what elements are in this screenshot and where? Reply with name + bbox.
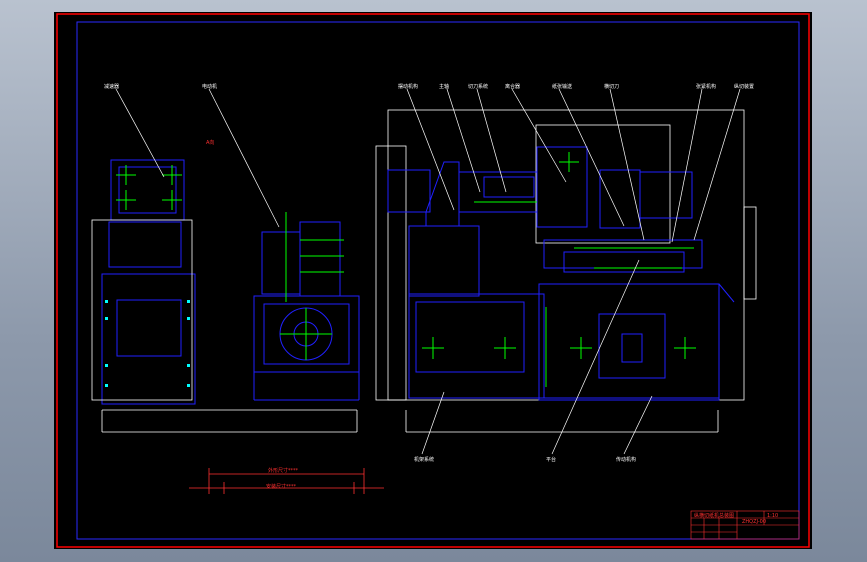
mounting-dimension-text: 安装尺寸**** — [266, 483, 297, 490]
cad-drawing: 减速器 电动机 摆动机构 主轴 切刀系统 离合器 纸张输送 横切刀 张紧机构 纵… — [56, 13, 810, 548]
sheet-outer-border — [56, 13, 810, 548]
left-side-outline — [91, 219, 358, 433]
callout-slitter-label: 纵切装置 — [734, 83, 754, 90]
callout-leaders — [115, 88, 741, 455]
callout-swing-label: 摆动机构 — [398, 83, 418, 90]
title-block-code: ZHQZJ-00 — [742, 519, 766, 525]
sheet-inner-border — [76, 21, 800, 540]
left-green-marks — [116, 165, 182, 210]
callout-drive-label: 传动机构 — [616, 456, 636, 463]
right-front-outline — [375, 109, 757, 433]
callout-cutter-label: 切刀系统 — [468, 83, 488, 90]
right-green-marks — [422, 152, 696, 387]
callout-clutch-label: 离合器 — [505, 83, 520, 90]
cad-viewport[interactable]: 减速器 电动机 摆动机构 主轴 切刀系统 离合器 纸张输送 横切刀 张紧机构 纵… — [54, 12, 812, 549]
left-cyan-marks — [105, 300, 190, 387]
overall-dimension-text: 外形尺寸**** — [268, 467, 299, 474]
callout-crosscut-label: 横切刀 — [604, 83, 619, 90]
view-direction-annotation: A向 — [206, 139, 214, 146]
callout-frame-label: 机架系统 — [414, 456, 434, 463]
title-block-scale: 1:10 — [767, 513, 778, 519]
title-block — [690, 510, 800, 540]
title-block-title: 纵横切纸机总装图 — [694, 512, 734, 519]
bottom-dimensions — [189, 468, 384, 494]
callout-feed-label: 纸张输送 — [552, 83, 572, 90]
callout-tension-label: 张紧机构 — [696, 83, 716, 90]
callout-platform-label: 平台 — [546, 456, 556, 463]
callout-spindle-label: 主轴 — [439, 83, 449, 90]
middle-green-marks — [280, 212, 344, 360]
left-side-view — [101, 159, 196, 405]
callout-reducer-label: 减速器 — [104, 83, 119, 90]
callout-motor-label: 电动机 — [202, 83, 217, 90]
right-front-view — [387, 146, 735, 401]
